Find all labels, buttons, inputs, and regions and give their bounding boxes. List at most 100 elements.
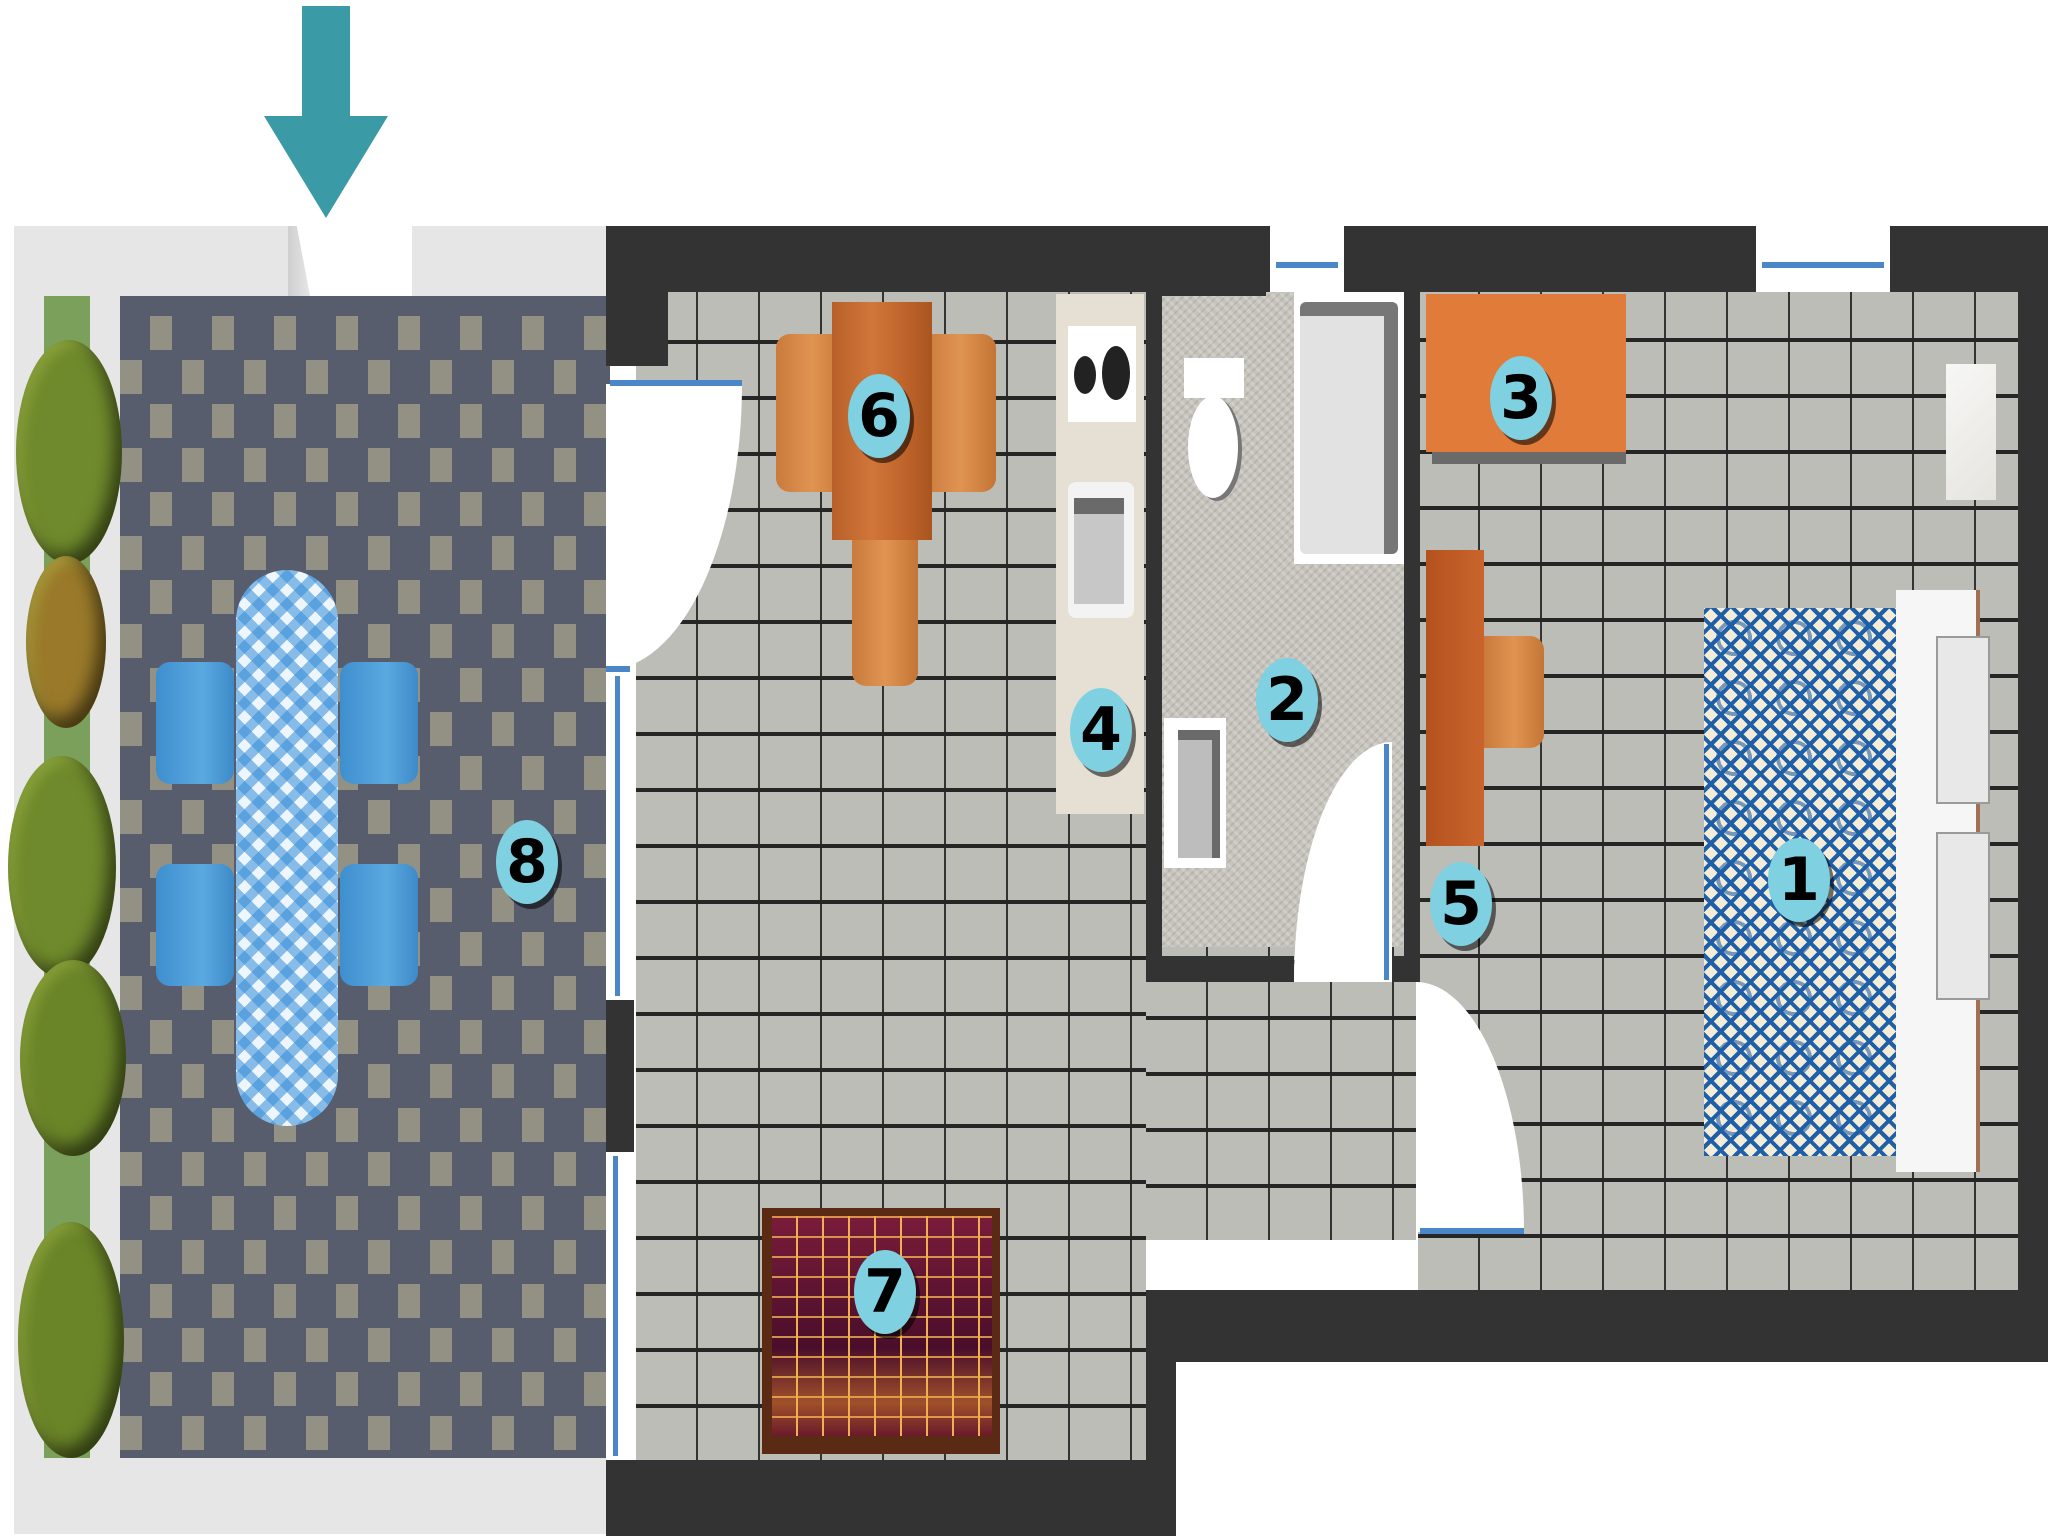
paver-tile <box>460 756 482 790</box>
paver-tile <box>430 1240 452 1274</box>
label-badge-2: 2 <box>1256 658 1318 742</box>
sink-basin <box>1074 498 1124 604</box>
paver-tile <box>150 1372 172 1406</box>
paver-tile <box>244 1416 266 1450</box>
paver-tile <box>182 1064 204 1098</box>
door-leaf <box>1420 1228 1524 1234</box>
paver-tile <box>274 1284 296 1318</box>
paver-tile <box>368 624 390 658</box>
wall <box>1146 266 1266 296</box>
bed-cover <box>1704 608 1896 1156</box>
paver-tile <box>398 1108 420 1142</box>
paver-tile <box>182 1416 204 1450</box>
paver-tile <box>182 536 204 570</box>
paver-tile <box>522 404 544 438</box>
paver-tile <box>244 1152 266 1186</box>
paver-tile <box>492 1240 514 1274</box>
paver-tile <box>336 1372 358 1406</box>
paver-tile <box>584 580 606 614</box>
paver-tile <box>584 844 606 878</box>
paver-tile <box>460 492 482 526</box>
paver-tile <box>120 976 142 1010</box>
wall <box>606 1000 634 1152</box>
paver-tile <box>522 580 544 614</box>
paver-tile <box>182 448 204 482</box>
label-badge-6: 6 <box>848 374 910 458</box>
paver-tile <box>212 1196 234 1230</box>
paver-tile <box>398 1372 420 1406</box>
pillow-icon <box>1936 636 1990 804</box>
paver-tile <box>460 1108 482 1142</box>
terrace-chair <box>340 864 418 986</box>
label-badge-4: 4 <box>1070 688 1132 772</box>
paver-tile <box>492 1328 514 1362</box>
desk-shadow <box>1432 452 1626 464</box>
paver-tile <box>492 624 514 658</box>
paver-tile <box>522 932 544 966</box>
paver-tile <box>522 1372 544 1406</box>
shrub-icon <box>16 340 122 564</box>
paver-tile <box>584 1108 606 1142</box>
toilet-icon <box>1188 396 1238 498</box>
paver-tile <box>306 1152 328 1186</box>
paver-tile <box>430 800 452 834</box>
paver-tile <box>244 536 266 570</box>
window-line <box>613 1156 618 1456</box>
paver-tile <box>150 1108 172 1142</box>
paver-tile <box>430 1064 452 1098</box>
desk <box>1426 550 1484 846</box>
paver-tile <box>182 360 204 394</box>
shrub-icon <box>20 960 126 1156</box>
paver-tile <box>306 360 328 394</box>
terrace-entrance-gap <box>288 226 412 296</box>
paver-tile <box>398 1196 420 1230</box>
paver-tile <box>274 404 296 438</box>
paver-tile <box>120 536 142 570</box>
entrance-arrowhead-icon <box>264 116 388 218</box>
paver-tile <box>522 1284 544 1318</box>
paver-tile <box>368 800 390 834</box>
paver-tile <box>430 976 452 1010</box>
paver-tile <box>584 1372 606 1406</box>
paver-tile <box>460 844 482 878</box>
paver-tile <box>336 1020 358 1054</box>
wall <box>1344 226 1756 292</box>
paver-tile <box>554 1416 576 1450</box>
desk-chair <box>1484 636 1544 748</box>
paver-tile <box>120 1064 142 1098</box>
paver-tile <box>554 536 576 570</box>
paver-tile <box>430 624 452 658</box>
window <box>606 672 634 1000</box>
paver-tile <box>120 1240 142 1274</box>
paver-tile <box>182 1152 204 1186</box>
paver-tile <box>150 1196 172 1230</box>
label-badge-7: 7 <box>854 1250 916 1334</box>
paver-tile <box>460 668 482 702</box>
label-badge-8: 8 <box>496 820 558 904</box>
terrace-chair <box>156 864 234 986</box>
paver-tile <box>584 756 606 790</box>
paver-tile <box>368 360 390 394</box>
paver-tile <box>522 756 544 790</box>
paver-tile <box>492 448 514 482</box>
paver-tile <box>554 800 576 834</box>
paver-tile <box>150 580 172 614</box>
paver-tile <box>120 888 142 922</box>
paver-tile <box>554 888 576 922</box>
shower-tray <box>1300 302 1398 554</box>
paver-tile <box>492 712 514 746</box>
paver-tile <box>306 1240 328 1274</box>
wall <box>606 226 668 366</box>
wall <box>1146 956 1294 982</box>
paver-tile <box>150 1284 172 1318</box>
paver-tile <box>430 536 452 570</box>
paver-tile <box>460 1372 482 1406</box>
paver-tile <box>120 800 142 834</box>
paver-tile <box>368 1328 390 1362</box>
paver-tile <box>244 360 266 394</box>
paver-tile <box>368 1240 390 1274</box>
wall <box>1404 292 1420 982</box>
paver-tile <box>522 316 544 350</box>
paver-tile <box>430 1416 452 1450</box>
paver-tile <box>554 1240 576 1274</box>
